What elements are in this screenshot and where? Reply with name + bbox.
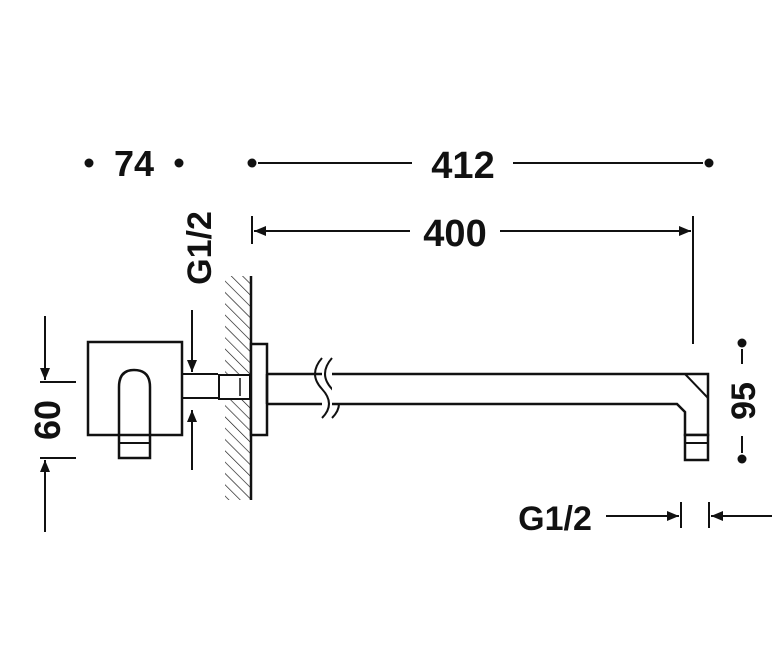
dimension-412: 412: [247, 145, 714, 187]
outlet-thread-label: G1/2: [518, 500, 592, 538]
inlet-thread-dimension: [183, 310, 218, 470]
dimension-dot: [247, 158, 257, 168]
inlet-thread-label: G1/2: [181, 211, 219, 285]
dimension-412-label: 412: [431, 145, 494, 187]
dimension-dot: [174, 158, 184, 168]
spout-outline: [117, 368, 152, 435]
dimension-60-label: 60: [27, 400, 68, 440]
arm-tube-left: [265, 372, 322, 406]
dimension-dot: [84, 158, 94, 168]
dimension-400-label: 400: [423, 213, 486, 255]
dimension-74-label: 74: [114, 143, 154, 184]
arm-flange: [249, 342, 269, 437]
break-symbol-left: [314, 357, 330, 419]
arm-outlet: [683, 433, 710, 462]
spout-tip: [117, 433, 152, 460]
dimension-60: 60: [27, 316, 76, 532]
shower-arm: [218, 342, 710, 462]
dimension-400: 400: [251, 213, 694, 344]
outlet-thread-dimension: G1/2: [518, 500, 772, 538]
elbow-line: [684, 373, 709, 399]
wall-connector: [218, 374, 251, 400]
dimension-95-label: 95: [725, 382, 763, 420]
arm-tube-right: [332, 372, 710, 437]
dimension-dot: [737, 454, 747, 464]
dimension-dot: [737, 338, 747, 348]
dimension-74: 74: [84, 143, 184, 184]
dimension-95: 95: [725, 338, 763, 464]
side-view-flange: [86, 340, 184, 460]
dimension-dot: [704, 158, 714, 168]
